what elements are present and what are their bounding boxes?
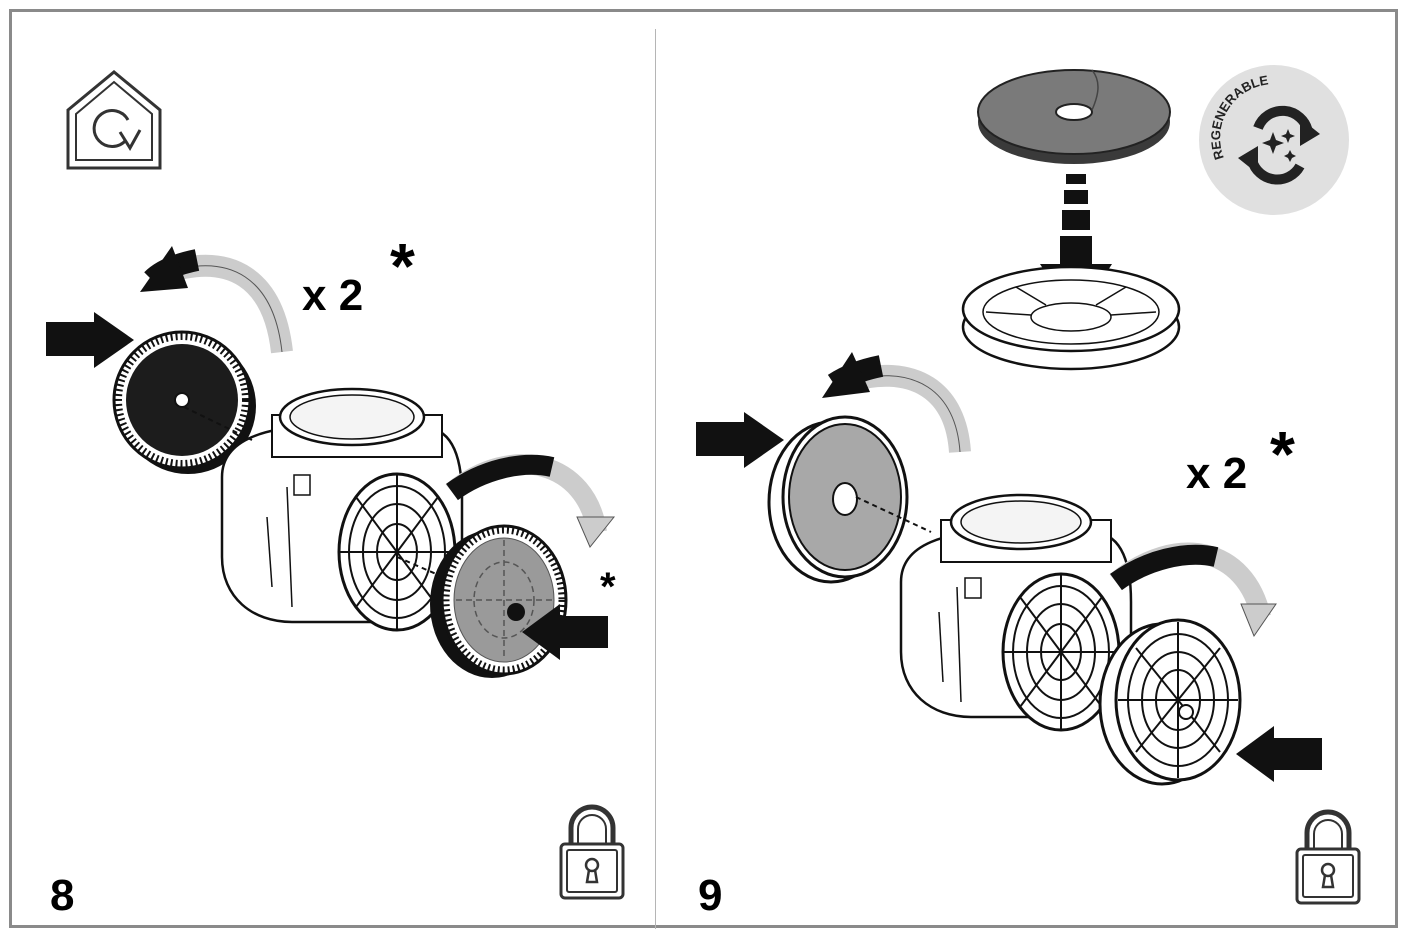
lock-icon [559, 804, 625, 900]
rotate-arrow-right [445, 454, 616, 548]
asterisk-mark: * [390, 230, 415, 302]
fan-grille [337, 472, 457, 632]
push-arrow-right [522, 604, 608, 660]
panel-divider [655, 29, 656, 929]
step-number: 9 [698, 871, 723, 920]
step-9-panel: REGENERABLE [656, 12, 1395, 925]
carbon-filter-left [112, 330, 256, 474]
secondary-asterisk-mark: * [600, 565, 616, 609]
rotate-arrow-top [140, 246, 293, 354]
grille-cover [1098, 618, 1242, 786]
regenerable-badge-icon: REGENERABLE [1199, 65, 1349, 215]
house-rotate-icon [66, 70, 162, 170]
alignment-lines [183, 406, 513, 608]
alignment-lines [855, 496, 932, 533]
lock-icon [1295, 809, 1361, 905]
multiplier-label: x 2 [302, 271, 364, 320]
push-arrow-right [1236, 726, 1322, 782]
push-arrow-left [46, 312, 134, 368]
filter-frame [961, 265, 1181, 371]
rotate-arrow-right [1109, 542, 1277, 638]
push-arrow-left [696, 412, 784, 468]
multiplier-label: x 2 [1186, 449, 1248, 498]
rotate-arrow-top [822, 352, 971, 454]
step-number: 8 [50, 871, 75, 920]
step-8-panel: x 2 * [12, 12, 655, 925]
grease-filter-round [767, 415, 909, 584]
regenerable-filter-disc [977, 69, 1171, 164]
asterisk-mark: * [1270, 418, 1295, 490]
